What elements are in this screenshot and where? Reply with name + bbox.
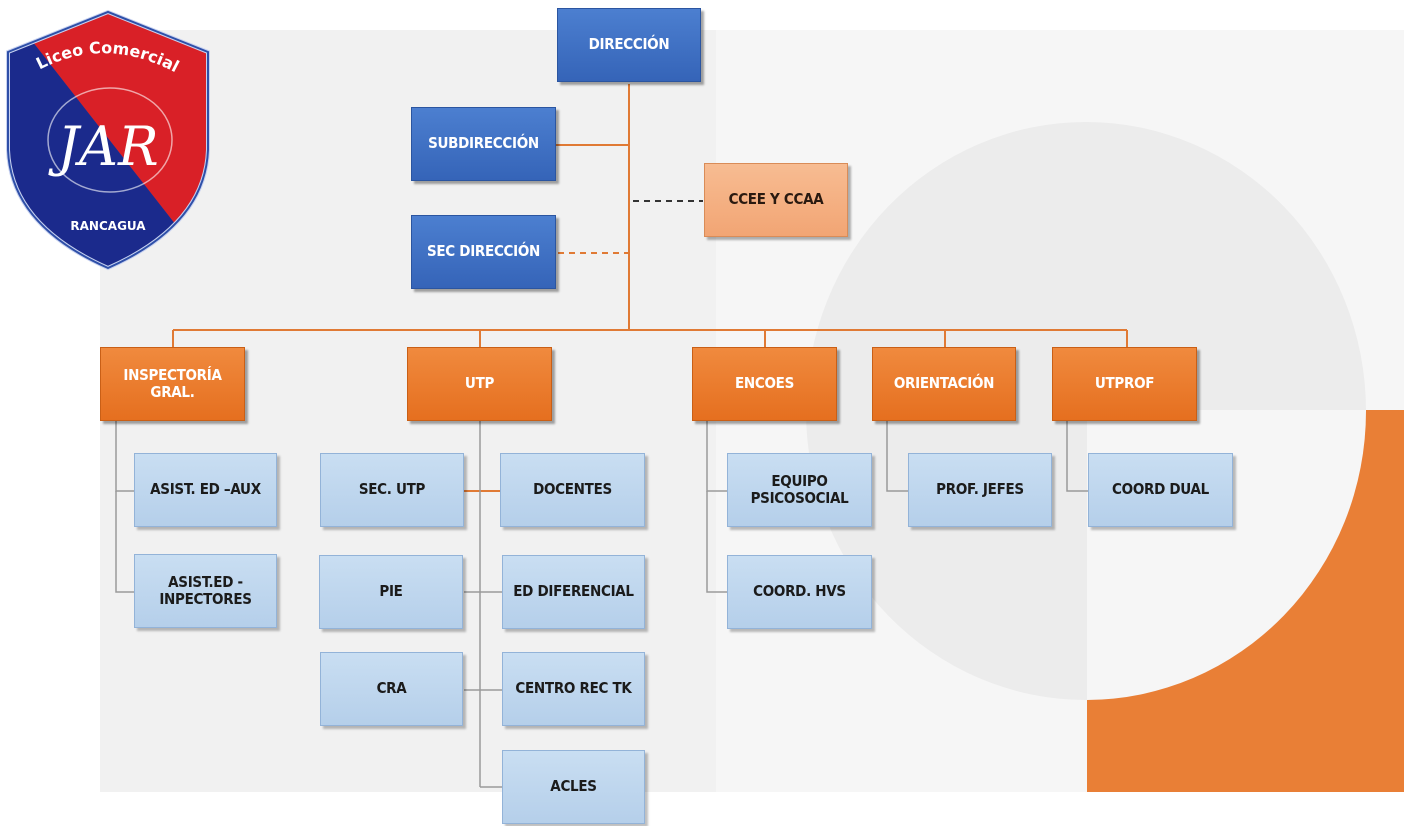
node-asist-ed-aux: ASIST. ED –AUX (134, 453, 277, 527)
node-sec-direccion: SEC DIRECCIÓN (411, 215, 556, 289)
node-prof-jefes: PROF. JEFES (908, 453, 1052, 527)
node-docentes: DOCENTES (500, 453, 645, 527)
node-encoes: ENCOES (692, 347, 837, 421)
node-coord-dual: COORD DUAL (1088, 453, 1233, 527)
node-direccion: DIRECCIÓN (557, 8, 701, 82)
node-cra: CRA (320, 652, 463, 726)
node-asist-ed-inspectores: ASIST.ED - INPECTORES (134, 554, 277, 628)
logo-city: RANCAGUA (70, 219, 146, 233)
node-inspectoria: INSPECTORÍA GRAL. (100, 347, 245, 421)
node-subdireccion: SUBDIRECCIÓN (411, 107, 556, 181)
node-orientacion: ORIENTACIÓN (872, 347, 1016, 421)
node-ed-diferencial: ED DIFERENCIAL (502, 555, 645, 629)
node-sec-utp: SEC. UTP (320, 453, 464, 527)
school-logo: Liceo Comercial JAR RANCAGUA (6, 9, 210, 271)
node-utprof: UTPROF (1052, 347, 1197, 421)
node-pie: PIE (319, 555, 463, 629)
logo-monogram: JAR (47, 115, 158, 178)
node-acles: ACLES (502, 750, 645, 824)
node-ccee-ccaa: CCEE Y CCAA (704, 163, 848, 237)
node-centro-rec-tk: CENTRO REC TK (502, 652, 645, 726)
node-utp: UTP (407, 347, 552, 421)
node-equipo-psicosocial: EQUIPO PSICOSOCIAL (727, 453, 872, 527)
node-coord-hvs: COORD. HVS (727, 555, 872, 629)
